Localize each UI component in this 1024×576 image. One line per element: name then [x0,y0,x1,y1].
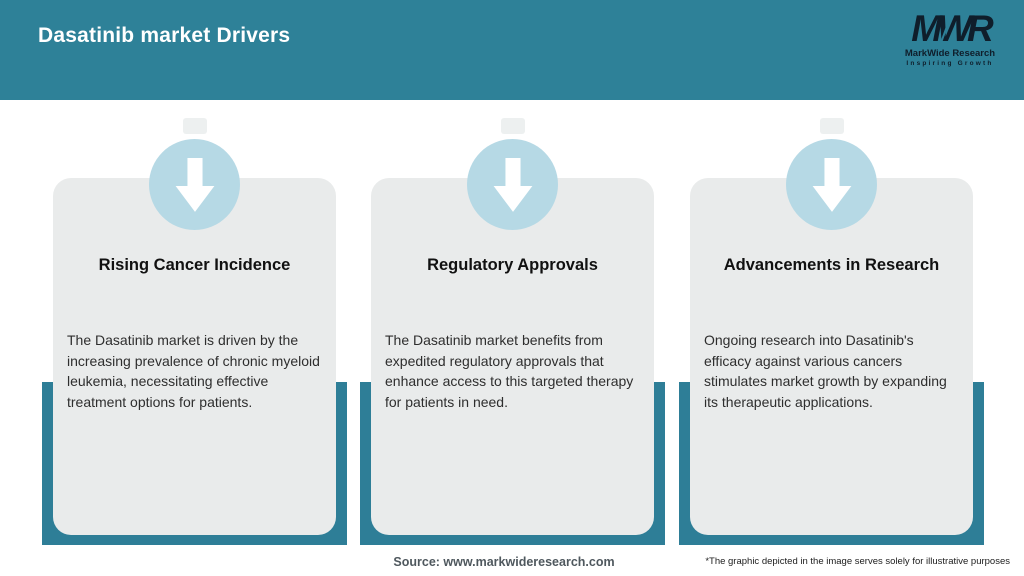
header-bar: Dasatinib market Drivers MWR MarkWide Re… [0,0,1024,100]
tab-decoration [820,118,844,134]
page-title: Dasatinib market Drivers [38,24,291,47]
tab-decoration [183,118,207,134]
card-title: Advancements in Research [723,256,940,274]
driver-column-2: Regulatory Approvals The Dasatinib marke… [360,118,665,548]
logo-monogram: MWR [911,8,993,49]
driver-card: Advancements in Research Ongoing researc… [690,178,973,535]
tab-decoration [501,118,525,134]
driver-column-1: Rising Cancer Incidence The Dasatinib ma… [42,118,347,548]
down-arrow-icon [493,157,532,212]
down-arrow-icon [175,157,214,212]
logo-monogram-text: MWR [911,8,993,49]
disclaimer-text: *The graphic depicted in the image serve… [705,556,1010,567]
card-title: Rising Cancer Incidence [98,256,291,274]
icon-circle [467,139,558,230]
icon-circle [786,139,877,230]
logo-name: MarkWide Research [904,48,996,59]
driver-card: Regulatory Approvals The Dasatinib marke… [371,178,654,535]
down-arrow-icon [812,157,851,212]
card-title: Regulatory Approvals [427,256,598,274]
card-body: Ongoing research into Dasatinib's effica… [704,332,947,410]
icon-circle [149,139,240,230]
source-text: Source: www.markwideresearch.com [393,555,615,569]
logo-tagline: Inspiring Growth [906,60,994,67]
driver-column-3: Advancements in Research Ongoing researc… [679,118,984,548]
card-body: The Dasatinib market is driven by the in… [67,332,320,410]
card-body: The Dasatinib market benefits from exped… [385,332,634,410]
driver-card: Rising Cancer Incidence The Dasatinib ma… [53,178,336,535]
markwide-logo: MWR MarkWide Research Inspiring Growth [890,10,1010,68]
